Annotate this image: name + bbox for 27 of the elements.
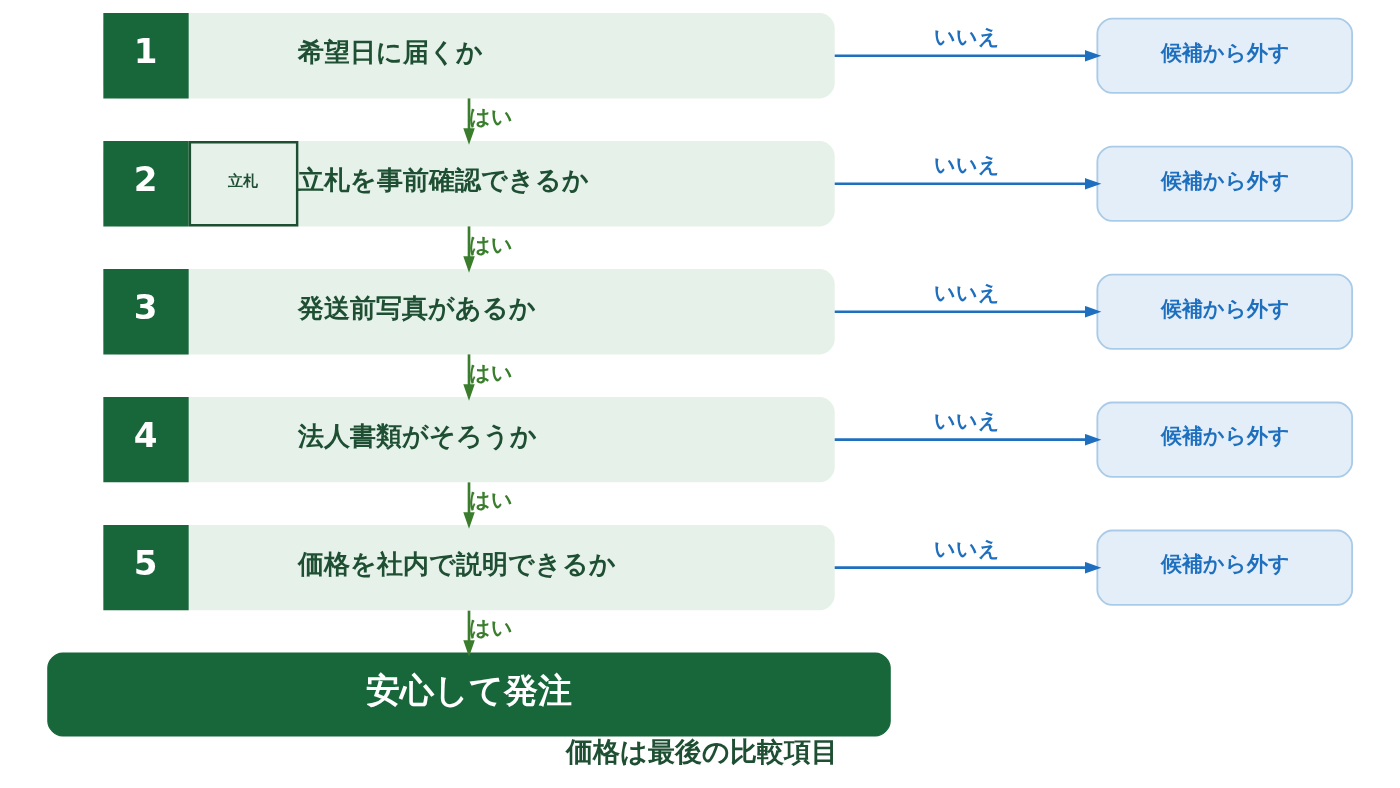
edge-label: はい	[469, 232, 514, 257]
edge-label: いいえ	[934, 537, 1001, 562]
edge-label: いいえ	[934, 409, 1001, 434]
edge-label: いいえ	[934, 153, 1001, 178]
arrow	[463, 482, 475, 529]
arrow	[463, 354, 475, 401]
node-box: 候補から外す	[1096, 17, 1354, 94]
edge-label: はい	[469, 616, 514, 641]
node-box: 候補から外す	[1096, 529, 1354, 606]
arrow	[463, 610, 475, 657]
edge-label: はい	[469, 104, 514, 129]
arrow	[834, 434, 1102, 446]
arrow	[834, 561, 1102, 574]
node-box: 安心して発注	[47, 652, 891, 737]
edge-label: はい	[469, 488, 514, 513]
arrow	[463, 98, 475, 145]
edge-label: いいえ	[934, 281, 1001, 306]
node-box: 候補から外す	[1096, 273, 1354, 350]
node-box: 候補から外す	[1096, 401, 1354, 478]
arrow	[834, 306, 1102, 318]
node-box: 候補から外す	[1096, 145, 1354, 222]
edge-label: いいえ	[934, 25, 1001, 50]
arrow	[834, 178, 1102, 190]
caption: 価格は最後の比較項目	[565, 736, 838, 768]
arrow	[463, 226, 475, 273]
arrow	[834, 50, 1102, 62]
edge-label: はい	[469, 360, 514, 385]
